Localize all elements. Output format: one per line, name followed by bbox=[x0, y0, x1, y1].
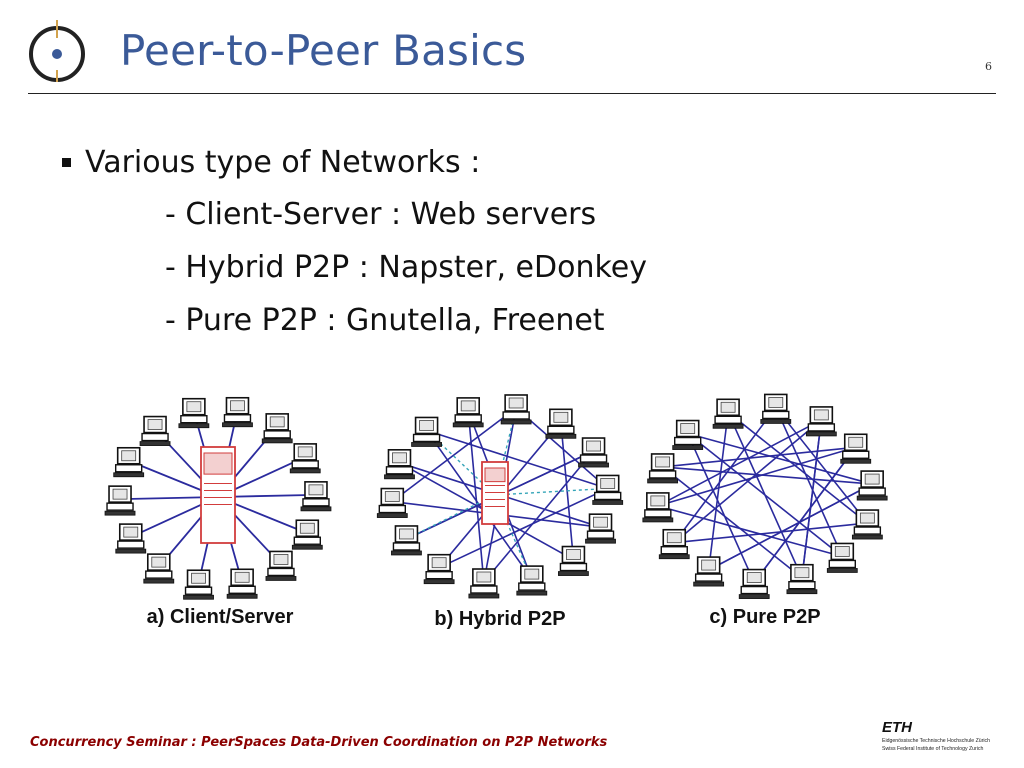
computer-icon bbox=[851, 509, 883, 540]
computer-icon bbox=[658, 528, 690, 560]
computer-icon bbox=[516, 565, 548, 596]
computer-icon bbox=[642, 492, 674, 523]
computer-icon bbox=[226, 568, 258, 599]
computer-icon bbox=[840, 433, 872, 464]
computer-icon bbox=[143, 553, 175, 584]
computer-icon bbox=[738, 568, 770, 599]
computer-icon bbox=[423, 553, 455, 585]
label-hybrid-p2p: b) Hybrid P2P bbox=[434, 608, 565, 630]
panel-hybrid-p2p bbox=[376, 394, 624, 599]
computer-icon bbox=[115, 523, 147, 554]
title-divider bbox=[28, 93, 996, 94]
bullet-list: Various type of Networks : - Client-Serv… bbox=[62, 136, 647, 347]
eth-logo-text: ETH bbox=[882, 719, 913, 736]
computer-icon bbox=[178, 397, 210, 429]
computer-icon bbox=[261, 413, 293, 444]
computer-icon bbox=[384, 449, 415, 480]
computer-icon bbox=[826, 542, 858, 573]
computer-icon bbox=[289, 443, 321, 474]
panel-pure-p2p bbox=[642, 393, 888, 599]
server-tower-icon bbox=[481, 461, 509, 525]
computer-icon bbox=[411, 416, 442, 447]
panel-client-server bbox=[104, 396, 332, 600]
eth-logo: ETH Eidgenössische Technische Hochschule… bbox=[882, 719, 990, 752]
computer-icon bbox=[183, 569, 214, 600]
computer-icon bbox=[693, 556, 725, 587]
computer-icon bbox=[500, 394, 532, 425]
computer-icon bbox=[265, 550, 297, 581]
computer-icon bbox=[139, 415, 171, 446]
computer-icon bbox=[468, 568, 500, 599]
computer-icon bbox=[222, 396, 253, 428]
computer-icon bbox=[291, 519, 323, 550]
computer-icon bbox=[712, 398, 744, 429]
computer-icon bbox=[558, 545, 589, 576]
computer-icon bbox=[672, 419, 704, 450]
label-pure-p2p: c) Pure P2P bbox=[709, 606, 820, 628]
footer-text: Concurrency Seminar : PeerSpaces Data-Dr… bbox=[30, 735, 608, 750]
computer-icon bbox=[760, 393, 792, 424]
computer-icon bbox=[647, 453, 679, 484]
eth-logo-line1: Eidgenössische Technische Hochschule Zür… bbox=[882, 738, 990, 744]
eth-logo-line2: Swiss Federal Institute of Technology Zu… bbox=[882, 746, 984, 752]
computer-icon bbox=[592, 474, 624, 505]
computer-icon bbox=[856, 470, 888, 501]
computer-icon bbox=[786, 563, 818, 595]
computer-icon bbox=[585, 513, 616, 544]
circle-dot-logo-icon bbox=[29, 20, 85, 82]
label-client-server: a) Client/Server bbox=[147, 606, 294, 628]
computer-icon bbox=[545, 408, 577, 439]
square-bullet-icon bbox=[62, 157, 71, 167]
bullet-item: Various type of Networks : bbox=[62, 136, 647, 188]
computer-icon bbox=[113, 446, 145, 478]
computer-icon bbox=[452, 397, 484, 428]
computer-icon bbox=[376, 487, 408, 518]
slide-title: Peer-to-Peer Basics bbox=[120, 26, 527, 75]
page-number: 6 bbox=[985, 60, 992, 73]
computer-icon bbox=[104, 485, 136, 516]
computer-icon bbox=[300, 481, 332, 512]
sub-item-client-server: - Client-Server : Web servers bbox=[165, 197, 597, 232]
computer-icon bbox=[578, 437, 609, 468]
computer-icon bbox=[805, 406, 837, 437]
bullet-text: Various type of Networks : bbox=[85, 144, 481, 180]
server-tower-icon bbox=[200, 446, 236, 544]
sub-item-hybrid-p2p: - Hybrid P2P : Napster, eDonkey bbox=[165, 250, 647, 285]
sub-item-pure-p2p: - Pure P2P : Gnutella, Freenet bbox=[165, 303, 605, 338]
computer-icon bbox=[391, 525, 422, 556]
network-diagrams: a) Client/Server b) Hybrid P2P c) Pure P… bbox=[104, 393, 888, 630]
